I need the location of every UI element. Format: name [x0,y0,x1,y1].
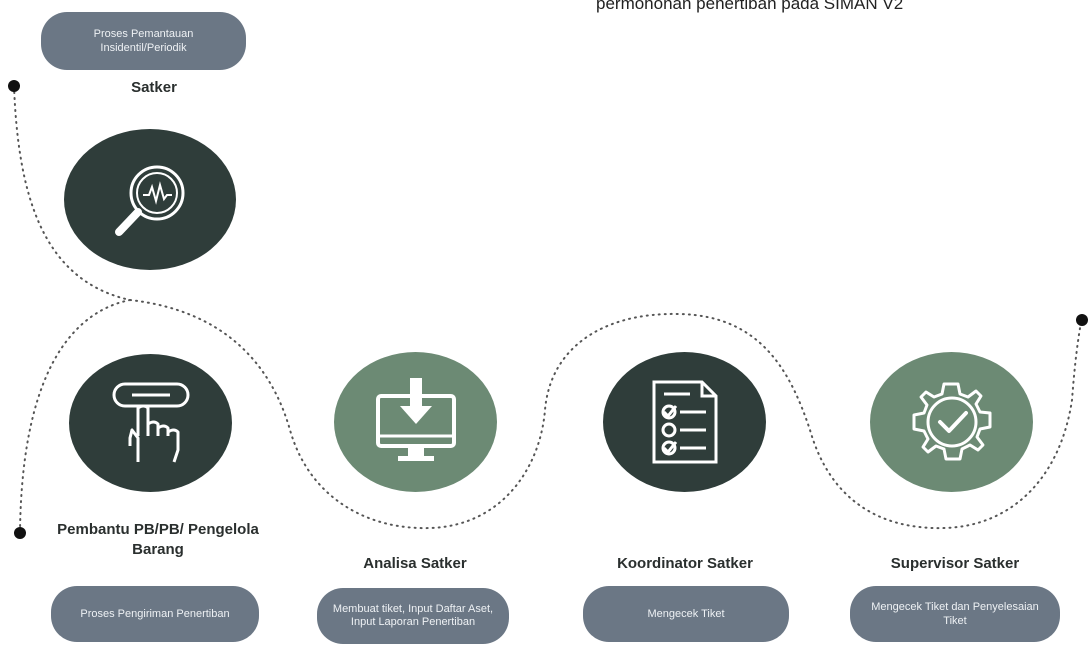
step-2-icon-circle [69,354,232,492]
timeline-start-dot [8,80,20,92]
step-2-role: Pembantu PB/PB/ Pengelola Barang [57,521,259,558]
step-5-icon-circle [870,352,1033,492]
step-3-description-pill: Membuat tiket, Input Daftar Aset, Input … [317,588,509,644]
step-4-role: Koordinator Satker [617,555,753,572]
magnifier-icon [115,165,185,236]
timeline-end-dot [1076,314,1088,326]
step-3-description: Membuat tiket, Input Daftar Aset, Input … [332,603,494,628]
gear-check-icon [912,382,991,461]
step-1-role: Satker [131,79,177,96]
step-5-role: Supervisor Satker [890,555,1020,572]
checklist-document-icon [652,380,717,464]
step-2-description-pill: Proses Pengiriman Penertiban [51,586,259,642]
step-3-role: Analisa Satker [363,555,467,572]
timeline-dot [14,527,26,539]
step-2-description: Proses Pengiriman Penertiban [80,608,230,620]
step-4-icon-circle [603,352,766,492]
step-3-icon-circle [334,352,497,492]
step-1-description: Proses Pemantauan Insidentil/Periodik [93,28,194,54]
step-4-description: Mengecek Tiket [647,608,725,620]
step-5-description: Mengecek Tiket dan Penyelesaian Tiket [871,601,1039,627]
step-5-description-pill: Mengecek Tiket dan Penyelesaian Tiket [850,586,1060,642]
step-1-icon-circle [64,129,236,270]
header-text: permohonan penertiban pada SIMAN V2 [596,0,904,13]
monitor-download-icon [375,378,456,461]
step-4-description-pill: Mengecek Tiket [583,586,789,642]
step-1-description-pill: Proses Pemantauan Insidentil/Periodik [41,12,246,70]
hand-pointer-icon [112,382,189,463]
